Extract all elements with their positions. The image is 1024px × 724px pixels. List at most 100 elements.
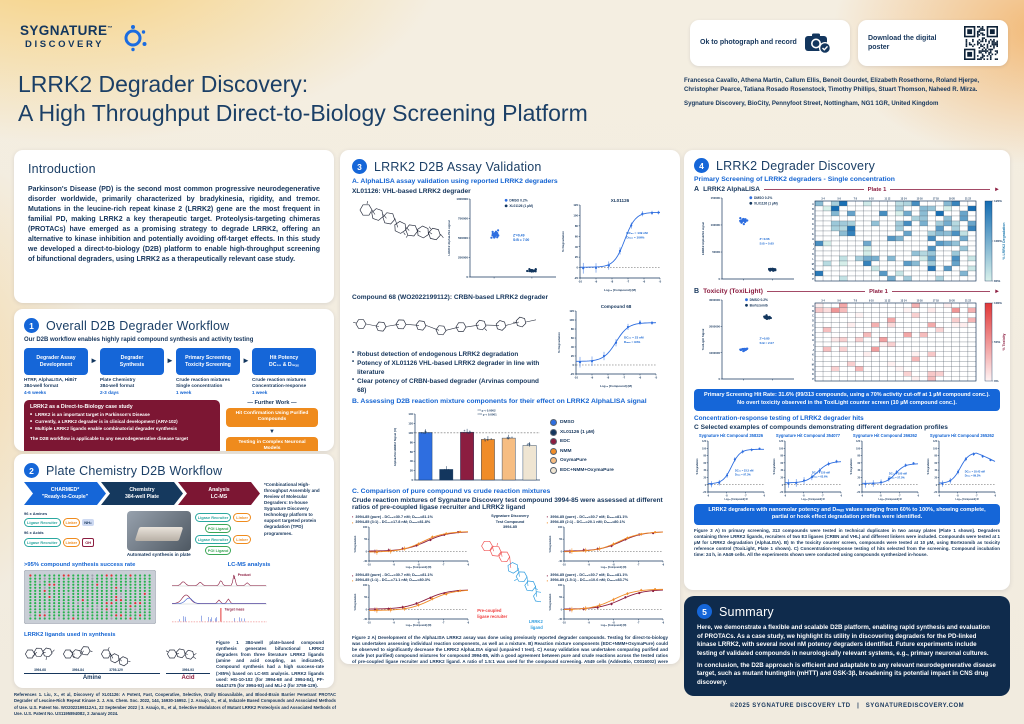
svg-text:21 22: 21 22 xyxy=(965,299,972,302)
amine-category-label: Amine xyxy=(24,673,160,681)
svg-text:40: 40 xyxy=(703,469,706,472)
svg-text:120: 120 xyxy=(856,441,861,443)
legend-label: OxymaPure xyxy=(560,458,587,464)
svg-text:E: E xyxy=(812,324,814,327)
introduction-card: Introduction Parkinson's Disease (PD) is… xyxy=(14,150,334,303)
chevron-analysis: Analysis LC-MS xyxy=(178,482,260,505)
svg-text:DC₅₀ = 149 nM: DC₅₀ = 149 nM xyxy=(626,231,648,235)
svg-text:DMSO 0.2%: DMSO 0.2% xyxy=(754,196,772,200)
svg-text:80: 80 xyxy=(857,455,860,457)
linker-pill: Linker xyxy=(233,513,251,522)
svg-text:120: 120 xyxy=(779,441,784,443)
poi-ligand-pill: POI Ligand xyxy=(204,546,232,555)
svg-text:40: 40 xyxy=(410,460,414,464)
svg-text:% Degradation: % Degradation xyxy=(850,457,853,474)
svg-text:-10: -10 xyxy=(367,622,371,625)
svg-text:0: 0 xyxy=(782,484,784,486)
linker-pill: Linker xyxy=(62,518,81,528)
workflow-step: Degrader Assay Development HTRF, AlphaLI… xyxy=(24,348,88,396)
arrow-right-icon: ► xyxy=(242,356,250,365)
step-line: 384-well format xyxy=(24,383,59,389)
svg-text:A: A xyxy=(812,203,814,206)
chevron-charmed: CHARMED* "Ready-to-Couple" xyxy=(24,482,106,505)
amines-label: 96 x Amines xyxy=(24,511,48,516)
svg-text:1000000: 1000000 xyxy=(709,351,720,355)
lrrk2-ligand-label: LRRK2 ligand xyxy=(528,619,543,630)
summary-card: 5 Summary Here, we demonstrate a flexibl… xyxy=(684,596,1010,696)
ligase-recruiter-pill: Ligase Recruiter xyxy=(24,537,61,547)
svg-text:F: F xyxy=(812,228,814,231)
svg-text:50: 50 xyxy=(559,538,562,541)
svg-text:0: 0 xyxy=(466,275,468,279)
svg-text:XL01126 (1 µM): XL01126 (1 µM) xyxy=(509,204,533,208)
svg-text:-9: -9 xyxy=(587,563,590,566)
legend-swatch xyxy=(550,428,557,436)
svg-text:O: O xyxy=(812,373,814,376)
svg-text:% Degradation: % Degradation xyxy=(561,231,565,252)
svg-text:-8: -8 xyxy=(879,495,882,497)
svg-text:Log₁₀ [Compound] M: Log₁₀ [Compound] M xyxy=(724,498,747,500)
svg-text:-9: -9 xyxy=(861,495,864,497)
svg-text:-7: -7 xyxy=(627,279,630,283)
acid-ligand-group: 3994-93 Acid xyxy=(166,640,210,688)
poster-title-line2: A High Throughput Direct-to-Biology Scre… xyxy=(18,99,588,126)
svg-text:100: 100 xyxy=(779,448,784,450)
linker-pill: Linker xyxy=(233,535,251,544)
legend-label: DMSO xyxy=(560,420,575,426)
references: References 1. Liu, X., et al, Discovery … xyxy=(14,692,336,716)
svg-text:Product: Product xyxy=(238,573,252,577)
chemical-structure-xl01126 xyxy=(352,196,444,282)
cp-panel: ▪3994-85 (pure) - DC₅₀=30.7 nM; Dₘₐₓ=81.… xyxy=(547,573,668,627)
poster-title-line1: LRRK2 Degrader Discovery: xyxy=(18,71,309,97)
svg-text:% Degradation: % Degradation xyxy=(354,593,357,610)
svg-text:0: 0 xyxy=(576,266,578,270)
svg-text:Log₁₀ [Compound] (M): Log₁₀ [Compound] (M) xyxy=(406,566,432,569)
svg-text:11 12: 11 12 xyxy=(885,197,892,200)
svg-text:11 12: 11 12 xyxy=(885,299,892,302)
svg-text:-20: -20 xyxy=(570,372,574,376)
svg-text:G: G xyxy=(812,233,814,236)
svg-text:60: 60 xyxy=(571,336,575,340)
svg-text:Log₁₀ [Compound] (M): Log₁₀ [Compound] (M) xyxy=(601,566,627,569)
further-work-label: — Further Work — xyxy=(247,400,297,407)
svg-text:Bortezomib: Bortezomib xyxy=(750,303,768,307)
svg-text:5 6: 5 6 xyxy=(837,197,841,200)
svg-text:XL01126: XL01126 xyxy=(611,198,630,203)
ligase-recruiter-pill: Ligase Recruiter xyxy=(194,535,232,544)
svg-text:-9: -9 xyxy=(393,563,396,566)
svg-text:7 8: 7 8 xyxy=(854,197,858,200)
ligands-heading: LRRK2 ligands used in synthesis xyxy=(24,632,116,639)
case-study-bullet: LRRK2 is an important target in Parkinso… xyxy=(30,412,214,419)
svg-text:Log₁₀ [Compound] M: Log₁₀ [Compound] M xyxy=(878,498,901,500)
cp-panel: ▪3994-85 (pure) - DC₅₀=30.7 nM; Dₘₐₓ=81.… xyxy=(352,514,473,568)
svg-text:XL01126 (1 µM): XL01126 (1 µM) xyxy=(754,201,778,205)
svg-text:% Degradation: % Degradation xyxy=(696,457,699,474)
svg-text:0%: 0% xyxy=(994,379,999,383)
download-poster-label: Download the digital poster xyxy=(868,34,937,51)
divider-line xyxy=(890,189,991,190)
summary-paragraph: In conclusion, the D2B approach is effic… xyxy=(697,661,996,687)
svg-text:D: D xyxy=(812,218,814,221)
step-line: 384-well format xyxy=(100,383,135,389)
svg-text:-10: -10 xyxy=(367,563,371,566)
figure-2-caption: Figure 2 A) Development of the AlphaLISA… xyxy=(352,634,668,664)
section-2-number: 2 xyxy=(24,463,39,478)
svg-text:250000: 250000 xyxy=(458,256,468,260)
svg-text:-9: -9 xyxy=(591,375,594,379)
hit-compound-title: Sygnature Hit Compound 354077 xyxy=(775,432,841,438)
svg-text:120: 120 xyxy=(408,422,413,426)
svg-text:ToxiLight Signal: ToxiLight Signal xyxy=(701,329,705,351)
svg-text:K: K xyxy=(812,354,814,357)
svg-text:-10: -10 xyxy=(562,563,566,566)
panel-a-label: A. AlphaLISA assay validation using repo… xyxy=(352,178,558,185)
download-poster-badge: Download the digital poster xyxy=(858,20,1008,66)
plate-chemistry-flow: CHARMED* "Ready-to-Couple" Chemistry 384… xyxy=(24,482,258,558)
svg-text:5 6: 5 6 xyxy=(837,299,841,302)
legend-label: EDC+NMM+OxymaPure xyxy=(560,467,614,473)
case-study-box: LRRK2 as a Direct-to-Biology case study … xyxy=(24,400,220,451)
series-legend: 3994-85 (2:1) - DC₅₀=20.1 nM; Dₘₐₓ=80.1% xyxy=(550,519,626,524)
